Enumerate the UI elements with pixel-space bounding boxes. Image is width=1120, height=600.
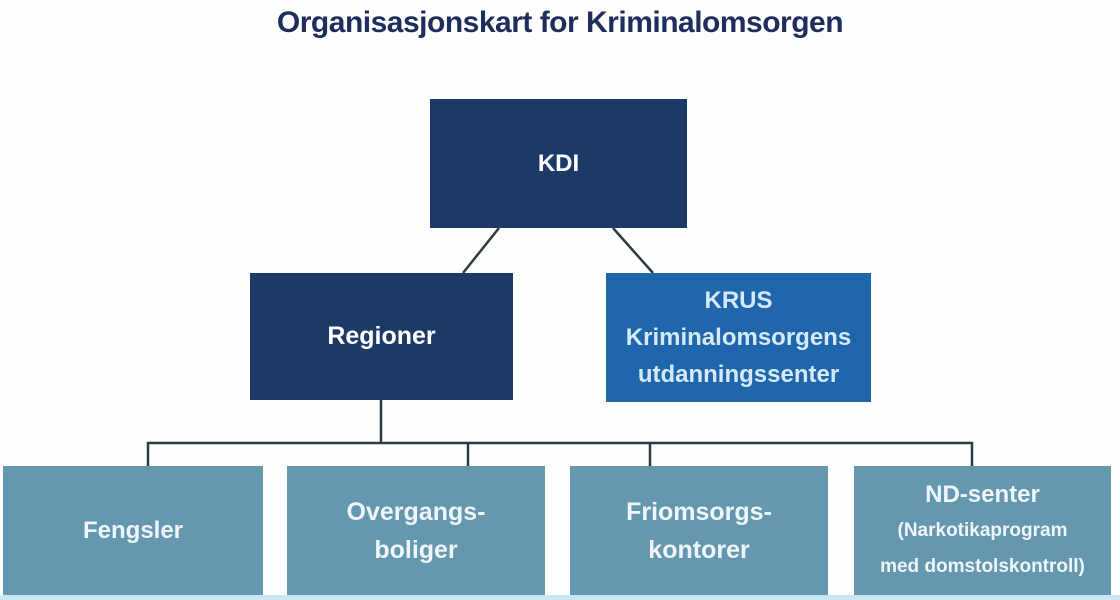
node-fengsler: Fengsler [3,466,263,595]
connector-horizontal-bus [146,441,974,466]
page-title: Organisasjonskart for Kriminalomsorgen [276,6,844,39]
bottom-edge-strip [0,595,1120,600]
connector-kdi-krus [612,227,654,274]
node-nd-senter-title: ND-senter [925,480,1040,508]
node-friomsorgskontorer-line2: kontorer [648,535,750,564]
node-overgangsboliger-line1: Overgangs- [346,497,486,526]
node-friomsorgskontorer-line1: Friomsorgs- [626,497,772,526]
node-krus: KRUS Kriminalomsorgens utdanningssenter [606,273,871,402]
node-krus-abbrev: KRUS [704,287,773,314]
node-regioner: Regioner [250,273,513,400]
node-overgangsboliger: Overgangs- boliger [287,466,545,595]
node-nd-senter-subtitle-line2: med domstolskontroll) [880,555,1085,577]
node-friomsorgskontorer: Friomsorgs- kontorer [570,466,828,595]
node-nd-senter: ND-senter (Narkotikaprogram med domstols… [854,466,1111,595]
connector-kdi-regioner [462,227,500,274]
node-overgangsboliger-line2: boliger [374,535,458,564]
node-krus-name-line1: Kriminalomsorgens [625,324,852,351]
node-kdi: KDI [430,99,687,228]
node-krus-name-line2: utdanningssenter [637,361,840,388]
node-regioner-label: Regioner [327,322,436,350]
node-fengsler-label: Fengsler [82,516,184,544]
node-nd-senter-subtitle-line1: (Narkotikaprogram [897,519,1068,541]
node-kdi-label: KDI [537,149,580,177]
